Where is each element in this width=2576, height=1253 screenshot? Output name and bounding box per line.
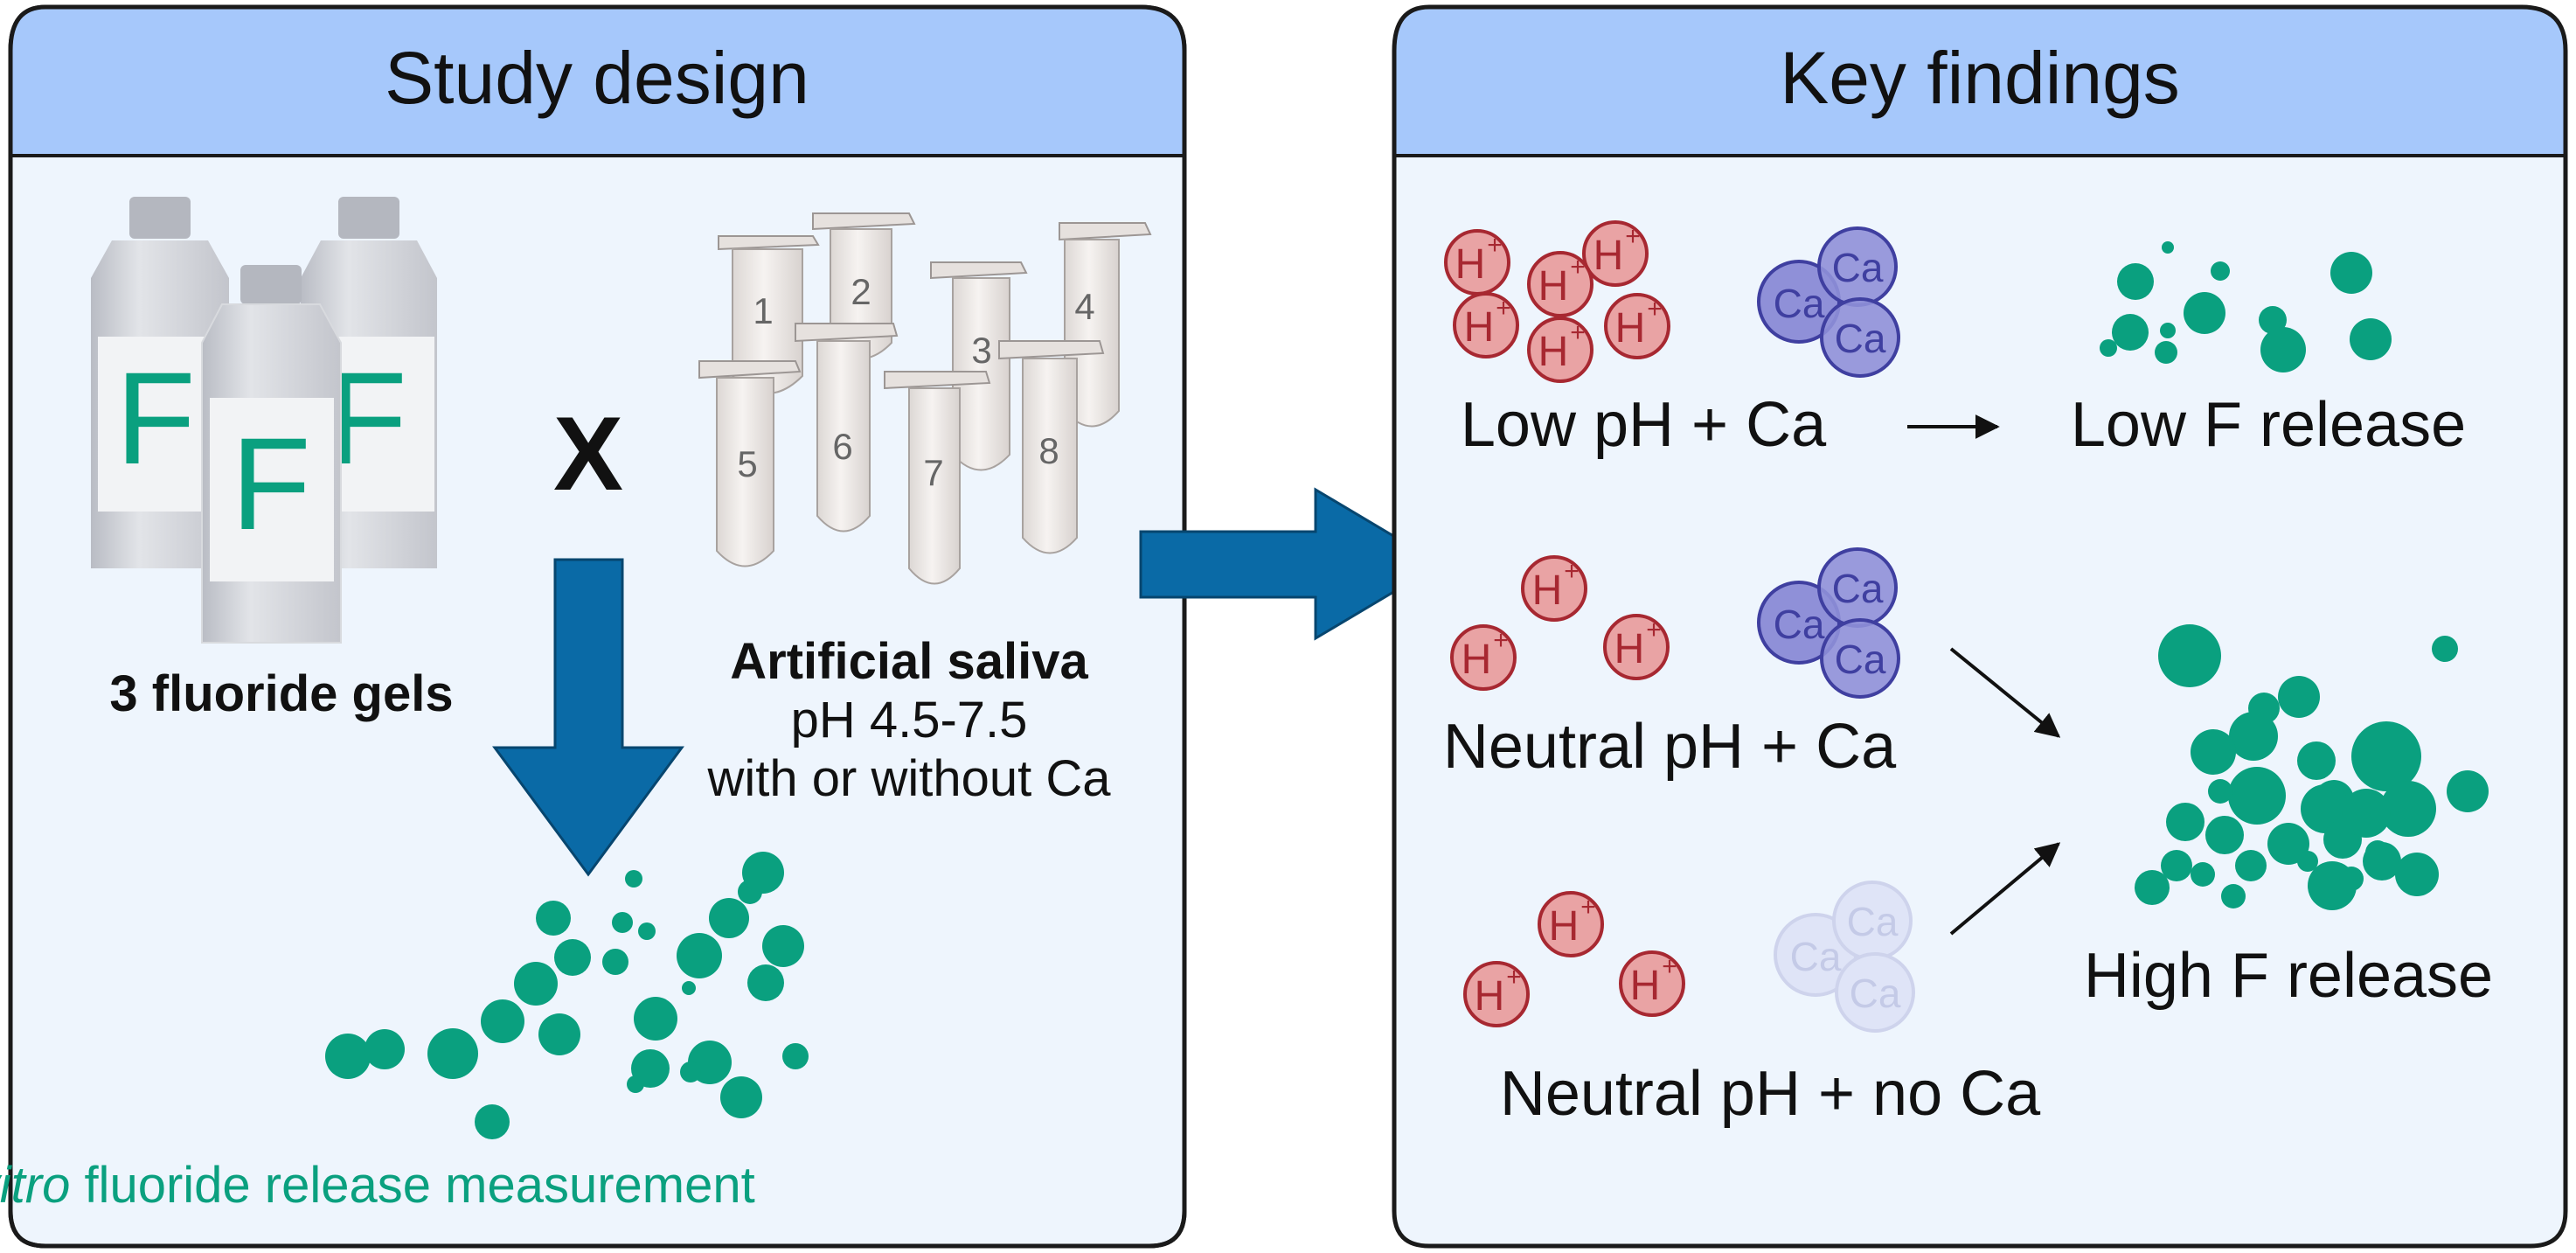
svg-text:+: + (1580, 893, 1596, 922)
row2-label: Neutral pH + Ca (1443, 712, 1897, 782)
svg-text:+: + (1506, 963, 1522, 992)
svg-text:1: 1 (753, 290, 773, 331)
svg-text:H: H (1462, 637, 1492, 683)
svg-text:H: H (1594, 233, 1624, 279)
gel-bottle-left: F (91, 197, 229, 568)
svg-text:Ca: Ca (1774, 281, 1825, 326)
row2-arrow-icon (1949, 647, 2061, 738)
study-design-title: Study design (385, 37, 809, 119)
gel-letter-front: F (231, 410, 311, 557)
row3-arrow-icon (1949, 842, 2061, 936)
svg-text:5: 5 (737, 443, 757, 484)
right-arrow-icon (1139, 487, 1443, 641)
ca-ions-row2: Ca Ca Ca (1757, 547, 1900, 699)
svg-text:Ca: Ca (1774, 602, 1825, 647)
svg-text:+: + (1570, 318, 1586, 347)
tube-7: 7 (884, 371, 991, 585)
svg-text:3: 3 (971, 330, 991, 371)
row1-label: Low pH + Ca (1461, 390, 1827, 460)
saliva-ca: with or without Ca (707, 750, 1112, 807)
svg-text:Ca: Ca (1835, 637, 1886, 682)
svg-text:+: + (1496, 294, 1511, 323)
svg-text:+: + (1625, 222, 1641, 251)
high-result: High F release (2084, 941, 2493, 1011)
svg-text:Ca: Ca (1850, 971, 1901, 1016)
svg-text:+: + (1662, 952, 1677, 981)
tube-1: 1 (718, 235, 820, 394)
svg-text:+: + (1647, 295, 1663, 324)
svg-text:8: 8 (1038, 430, 1059, 471)
tube-6: 6 (795, 323, 899, 533)
svg-text:+: + (1487, 231, 1503, 260)
svg-text:+: + (1564, 557, 1580, 586)
fluoride-gel-bottles: F F F (91, 197, 437, 644)
ca-ions-row3-faded: Ca Ca Ca (1774, 881, 1915, 1033)
cross-symbol: X (553, 395, 623, 512)
svg-text:2: 2 (851, 271, 871, 312)
svg-text:H: H (1475, 973, 1505, 1020)
svg-text:+: + (1493, 626, 1509, 655)
tube-5: 5 (698, 360, 802, 567)
tube-4: 4 (1059, 222, 1152, 428)
svg-text:Ca: Ca (1790, 934, 1842, 979)
ca-ions-row1: Ca Ca Ca (1757, 226, 1900, 378)
gel-bottle-front: F (201, 265, 342, 644)
fluoride-particles-low (2100, 241, 2392, 372)
gel-letter-left: F (115, 345, 196, 491)
saliva-tubes: 1 2 3 4 5 6 7 (698, 212, 1152, 585)
svg-text:H: H (1538, 329, 1569, 375)
saliva-ph: pH 4.5-7.5 (791, 692, 1028, 748)
fluoride-particles-high (2135, 624, 2489, 910)
svg-text:H: H (1464, 304, 1495, 351)
svg-text:H: H (1532, 567, 1563, 614)
down-arrow-icon (492, 558, 684, 877)
key-findings-title: Key findings (1780, 37, 2180, 119)
svg-text:H: H (1538, 263, 1569, 310)
svg-text:H: H (1455, 241, 1486, 288)
measurement-caption: In vitro fluoride release measurement (0, 1157, 755, 1214)
svg-text:+: + (1646, 616, 1662, 644)
h-ions-row2: H+ H+ H+ (1450, 555, 1670, 691)
svg-text:Ca: Ca (1835, 316, 1886, 361)
tube-8: 8 (998, 340, 1105, 554)
svg-text:+: + (1570, 253, 1586, 282)
row1-result: Low F release (2071, 390, 2466, 460)
row3-label: Neutral pH + no Ca (1500, 1059, 2041, 1129)
svg-text:7: 7 (923, 452, 943, 493)
svg-text:H: H (1549, 903, 1580, 950)
h-ions-row3: H+ H+ H+ (1463, 891, 1685, 1027)
svg-text:H: H (1614, 626, 1645, 672)
svg-text:H: H (1615, 305, 1646, 352)
svg-text:Ca: Ca (1832, 566, 1884, 611)
svg-text:Ca: Ca (1847, 899, 1899, 944)
svg-text:4: 4 (1074, 286, 1094, 327)
gels-label: 3 fluoride gels (109, 665, 453, 722)
svg-text:6: 6 (832, 426, 852, 467)
svg-text:Ca: Ca (1832, 245, 1884, 290)
fluoride-particles-left (325, 852, 809, 1139)
h-ions-row1: H+ H+ H+ H+ H+ H+ (1444, 220, 1670, 383)
svg-text:H: H (1630, 963, 1661, 1009)
saliva-title: Artificial saliva (730, 633, 1088, 690)
